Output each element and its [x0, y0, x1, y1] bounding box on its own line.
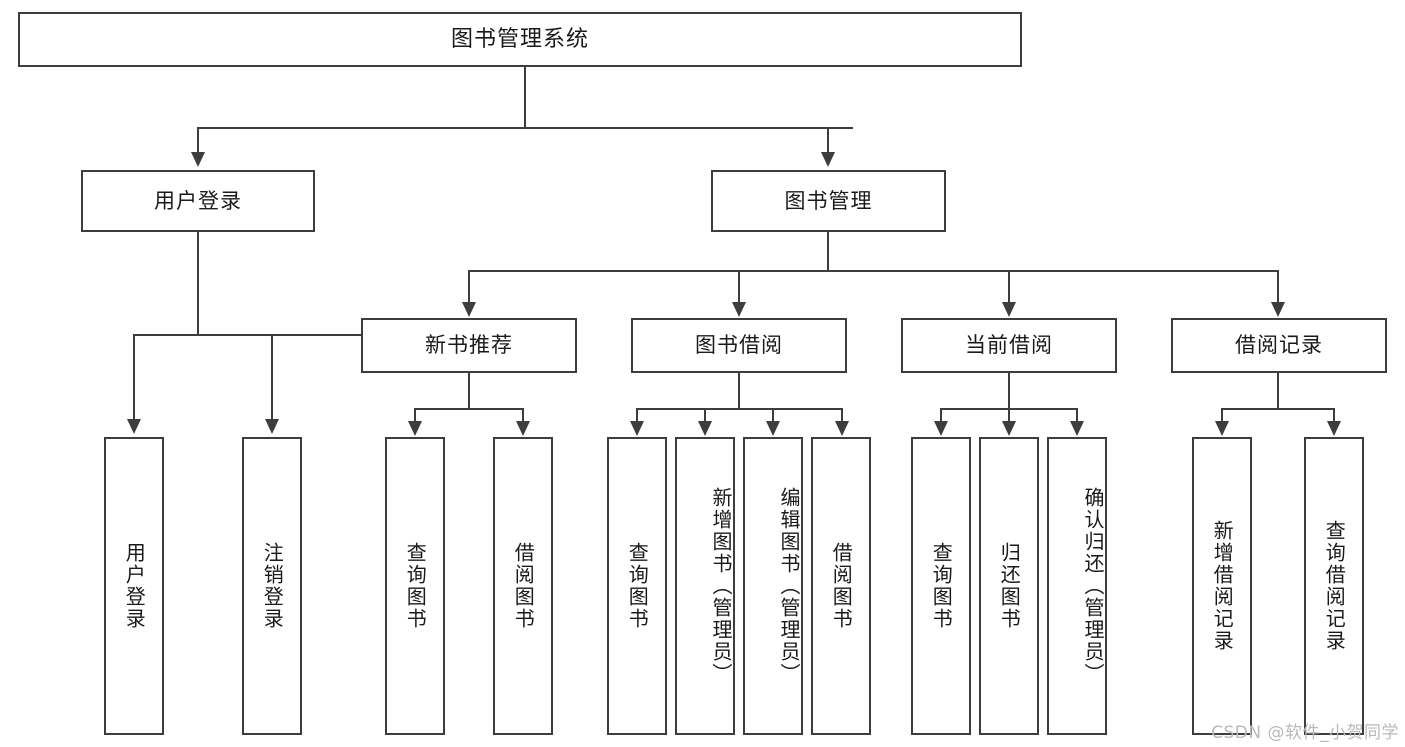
- connector-book-borrow-drop-3: [772, 408, 774, 422]
- connector-current-borrow-trunk: [1008, 373, 1010, 409]
- arrow-to-book-borrow: [732, 302, 746, 317]
- node-root-system[interactable]: 图书管理系统: [18, 12, 1022, 67]
- connector-book-borrow-drop-4: [841, 408, 843, 422]
- node-borrow-record[interactable]: 借阅记录: [1171, 318, 1387, 373]
- leaf-add-borrow-record[interactable]: 新增借阅记录: [1192, 437, 1252, 735]
- node-current-borrow[interactable]: 当前借阅: [901, 318, 1117, 373]
- arrow-to-book-manage: [821, 152, 835, 167]
- leaf-query-book-current[interactable]: 查询图书: [911, 437, 971, 735]
- arrow-to-leaf-return-book: [1002, 421, 1016, 436]
- connector-user-login-bar: [133, 334, 403, 336]
- node-book-management[interactable]: 图书管理: [711, 170, 946, 232]
- leaf-borrow-book-borrow[interactable]: 借阅图书: [811, 437, 871, 735]
- connector-drop-borrow-record: [1277, 270, 1279, 303]
- connector-drop-new-book: [468, 270, 470, 303]
- leaf-return-book[interactable]: 归还图书: [979, 437, 1039, 735]
- connector-drop-current-borrow: [1008, 270, 1010, 303]
- arrow-to-leaf-query-book-1: [408, 421, 422, 436]
- connector-root-trunk: [524, 67, 526, 128]
- connector-book-manage-bar: [468, 270, 1278, 272]
- arrow-to-leaf-query-book-2: [630, 421, 644, 436]
- connector-new-book-drop-1: [414, 408, 416, 422]
- connector-borrow-record-trunk: [1277, 373, 1279, 409]
- arrow-to-leaf-borrow-book-2: [835, 421, 849, 436]
- node-user-login[interactable]: 用户登录: [81, 170, 315, 232]
- arrow-to-leaf-borrow-book-1: [516, 421, 530, 436]
- node-book-borrow[interactable]: 图书借阅: [631, 318, 847, 373]
- arrow-to-new-book: [462, 302, 476, 317]
- connector-current-borrow-drop-3: [1076, 408, 1078, 422]
- arrow-to-current-borrow: [1002, 302, 1016, 317]
- connector-user-login-drop-2: [271, 334, 273, 420]
- arrow-to-leaf-user-login: [127, 419, 141, 434]
- leaf-user-login[interactable]: 用户登录: [104, 437, 164, 735]
- connector-current-borrow-drop-2: [1008, 408, 1010, 422]
- leaf-logout[interactable]: 注销登录: [242, 437, 302, 735]
- arrow-to-borrow-record: [1271, 302, 1285, 317]
- connector-drop-book-borrow: [738, 270, 740, 303]
- connector-user-login-trunk: [197, 232, 199, 335]
- arrow-to-leaf-query-record: [1327, 421, 1341, 436]
- connector-new-book-drop-2: [522, 408, 524, 422]
- connector-root-bar: [197, 127, 853, 129]
- connector-book-borrow-drop-1: [636, 408, 638, 422]
- arrow-to-leaf-add-book: [698, 421, 712, 436]
- connector-new-book-trunk: [468, 373, 470, 409]
- leaf-confirm-return-admin[interactable]: 确认归还（管理员）: [1047, 437, 1107, 735]
- arrow-to-leaf-logout: [265, 419, 279, 434]
- arrow-to-leaf-edit-book: [766, 421, 780, 436]
- connector-new-book-bar: [414, 408, 524, 410]
- arrow-to-leaf-query-book-3: [934, 421, 948, 436]
- connector-borrow-record-drop-1: [1221, 408, 1223, 422]
- connector-current-borrow-drop-1: [940, 408, 942, 422]
- leaf-query-borrow-record[interactable]: 查询借阅记录: [1304, 437, 1364, 735]
- connector-root-right-drop: [827, 127, 829, 153]
- connector-book-manage-trunk: [827, 232, 829, 271]
- connector-root-left-drop: [197, 127, 199, 153]
- leaf-edit-book-admin[interactable]: 编辑图书（管理员）: [743, 437, 803, 735]
- arrow-to-user-login: [191, 152, 205, 167]
- leaf-query-book-borrow[interactable]: 查询图书: [607, 437, 667, 735]
- arrow-to-leaf-confirm-return: [1070, 421, 1084, 436]
- connector-book-borrow-bar: [636, 408, 843, 410]
- connector-borrow-record-bar: [1221, 408, 1335, 410]
- leaf-query-book-new-recommend[interactable]: 查询图书: [385, 437, 445, 735]
- csdn-watermark: CSDN @软件_小贺同学: [1211, 723, 1399, 743]
- arrow-to-leaf-add-record: [1215, 421, 1229, 436]
- connector-borrow-record-drop-2: [1333, 408, 1335, 422]
- node-new-book-recommend[interactable]: 新书推荐: [361, 318, 577, 373]
- connector-user-login-drop-1: [133, 334, 135, 420]
- leaf-borrow-book-new-recommend[interactable]: 借阅图书: [493, 437, 553, 735]
- leaf-add-book-admin[interactable]: 新增图书（管理员）: [675, 437, 735, 735]
- connector-book-borrow-trunk: [738, 373, 740, 409]
- connector-book-borrow-drop-2: [704, 408, 706, 422]
